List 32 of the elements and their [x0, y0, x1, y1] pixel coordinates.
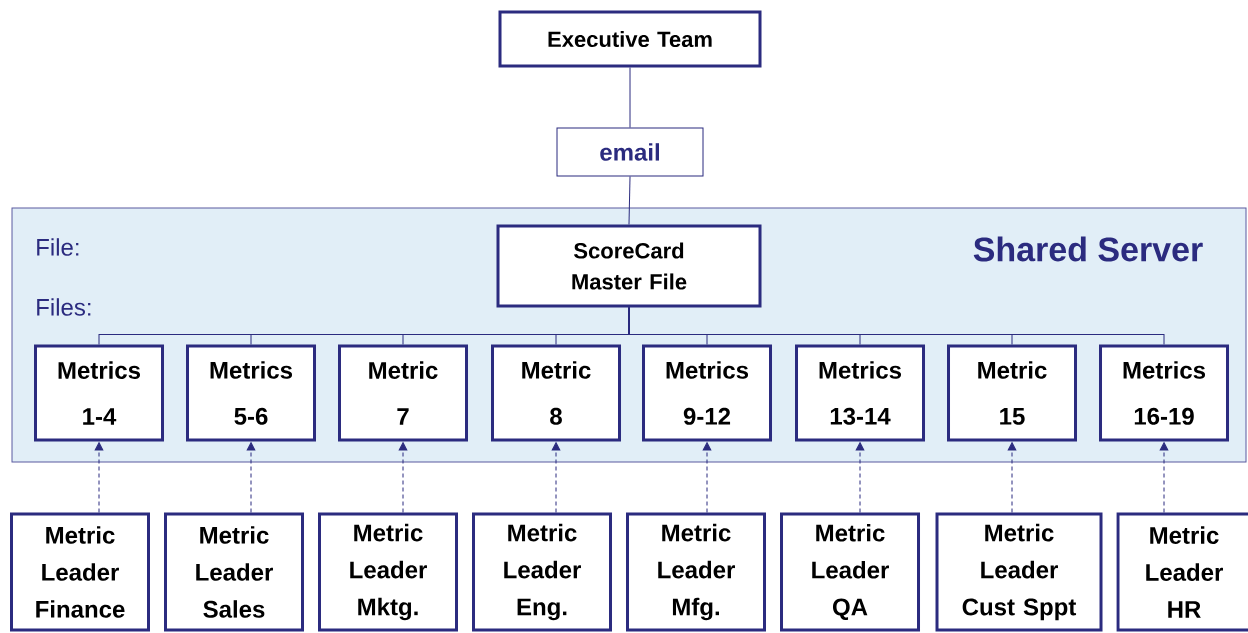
- leader-box: Metric Leader Finance: [10, 512, 150, 632]
- arrow: [551, 442, 561, 513]
- process-box: Executive Team: [498, 10, 762, 68]
- leader-box: Metric Leader Sales: [164, 512, 304, 632]
- connector-line: [628, 307, 1165, 345]
- arrow: [1159, 442, 1169, 513]
- file-label: Files:: [37, 298, 91, 316]
- metrics-box: Metric 8: [491, 344, 621, 442]
- leader-box: Metric Leader Cust Sppt: [935, 512, 1103, 632]
- arrow: [702, 442, 712, 513]
- metrics-box: Metric 7: [338, 344, 468, 442]
- metrics-box: Metric 15: [947, 344, 1077, 442]
- metrics-box: Metrics 5-6: [186, 344, 316, 442]
- process-box: email: [556, 127, 704, 177]
- file-label: File:: [37, 238, 79, 256]
- arrow: [398, 442, 408, 513]
- leader-box: Metric Leader Mktg.: [318, 512, 458, 632]
- metrics-box: Metrics 9-12: [642, 344, 772, 442]
- arrow: [1007, 442, 1017, 513]
- metrics-box: Metrics 13-14: [795, 344, 925, 442]
- leader-box: Metric Leader HR: [1116, 512, 1248, 632]
- process-box: ScoreCard Master File: [496, 224, 762, 308]
- connector-line: [628, 176, 631, 225]
- leader-box: Metric Leader Eng.: [472, 512, 612, 632]
- arrow: [94, 442, 104, 513]
- arrow: [855, 442, 865, 513]
- leader-box: Metric Leader Mfg.: [626, 512, 766, 632]
- leader-box: Metric Leader QA: [780, 512, 920, 632]
- arrow: [246, 442, 256, 513]
- connector-line: [629, 67, 631, 128]
- metrics-box: Metrics 16-19: [1099, 344, 1229, 442]
- metrics-box: Metrics 1-4: [34, 344, 164, 442]
